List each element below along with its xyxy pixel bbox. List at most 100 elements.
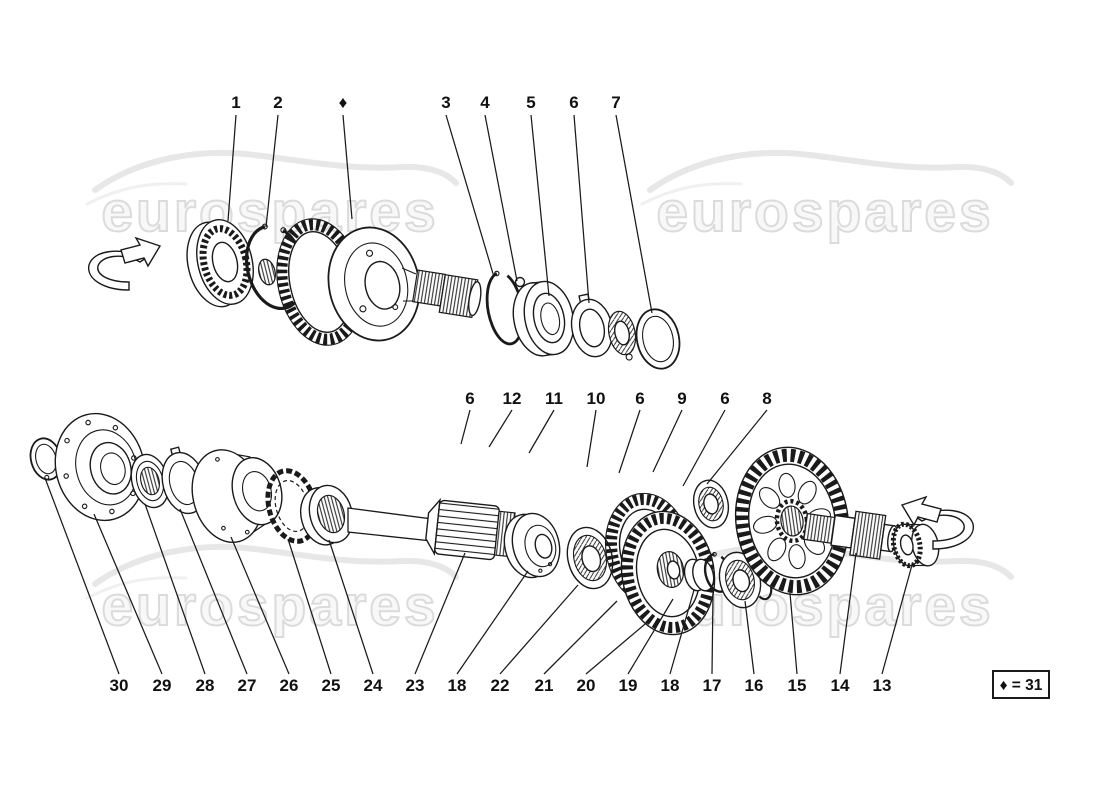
rotation-arrow-right [900, 495, 974, 550]
callout-number-middle_row-9: 9 [677, 389, 686, 408]
leader-line-bottom_row-28 [144, 503, 206, 675]
callout-number-middle_row-12: 12 [503, 389, 522, 408]
callout-number-bottom_row-25: 25 [322, 676, 341, 695]
leader-line-bottom_row-19 [627, 598, 674, 675]
leader-line-middle_row-8 [706, 409, 768, 485]
callout-number-bottom_row-22: 22 [491, 676, 510, 695]
rotation-arrow-left [88, 236, 162, 291]
callout-number-middle_row-6: 6 [635, 389, 644, 408]
callout-number-top_row-3: 3 [441, 93, 450, 112]
top-assembly [88, 218, 681, 370]
leader-line-bottom_row-27 [179, 508, 248, 675]
leader-line-bottom_row-17 [711, 592, 714, 675]
callout-number-middle_row-6: 6 [720, 389, 729, 408]
part-23-splined-shaft-drawing [425, 497, 516, 561]
callout-number-bottom_row-21: 21 [535, 676, 554, 695]
leader-line-top_row-♦ [342, 114, 353, 220]
part-15-big-gear-drawing [734, 446, 850, 596]
part-8-ring-drawing [692, 479, 730, 529]
watermark-top-left: eurospares [85, 149, 459, 245]
leader-line-middle_row-9 [652, 409, 683, 473]
leader-line-bottom_row-23 [414, 552, 466, 675]
callout-number-top_row-5: 5 [526, 93, 535, 112]
leader-line-bottom_row-18 [669, 589, 695, 675]
part-24-splined-hub-drawing [299, 484, 354, 546]
callout-number-bottom_row-23: 23 [406, 676, 425, 695]
callout-number-bottom_row-27: 27 [238, 676, 257, 695]
leader-line-middle_row-10 [586, 409, 597, 468]
watermark-text: eurospares [101, 180, 438, 244]
bottom-assembly [29, 412, 974, 636]
leader-line-bottom_row-24 [328, 539, 374, 675]
part-5-sleeve-drawing [512, 280, 575, 357]
part-14-shaft-drawing [802, 510, 899, 560]
leader-line-top_row-7 [615, 114, 653, 314]
legend: ♦ = 31 [992, 670, 1050, 699]
leader-line-top_row-2 [265, 114, 279, 228]
part-29-flange-drawing [54, 412, 146, 522]
leader-line-middle_row-11 [528, 409, 555, 454]
watermark-text: eurospares [101, 574, 438, 638]
watermark-text: eurospares [656, 180, 993, 244]
leader-line-bottom_row-18 [456, 570, 529, 675]
callout-number-middle_row-6: 6 [465, 389, 474, 408]
leader-line-top_row-3 [445, 114, 495, 278]
callout-number-top_row-1: 1 [231, 93, 240, 112]
callout-number-bottom_row-14: 14 [831, 676, 850, 695]
leader-line-bottom_row-16 [744, 600, 755, 675]
leader-line-top_row-1 [227, 114, 237, 222]
callout-number-top_row-2: 2 [273, 93, 282, 112]
callout-number-bottom_row-19: 19 [619, 676, 638, 695]
part-13-bearing-drawing [890, 521, 940, 569]
callout-number-top_row-4: 4 [480, 93, 490, 112]
leader-line-middle_row-6 [682, 409, 726, 487]
callout-number-bottom_row-29: 29 [153, 676, 172, 695]
callout-number-bottom_row-18: 18 [448, 676, 467, 695]
part-1-bearing-drawing [186, 219, 254, 308]
part-26-drum-drawing [191, 449, 283, 544]
watermark-top-right: eurospares [640, 149, 1014, 245]
leader-line-bottom_row-29 [93, 513, 163, 675]
part-6-collar-drawing [570, 293, 614, 358]
leader-line-middle_row-6 [460, 409, 471, 445]
leader-line-bottom_row-15 [789, 592, 798, 675]
leader-line-bottom_row-13 [881, 564, 913, 675]
gear-cluster-drawing [258, 218, 482, 346]
legend-box [992, 670, 1050, 699]
callout-number-bottom_row-17: 17 [703, 676, 722, 695]
leader-line-bottom_row-22 [499, 584, 579, 675]
leader-line-middle_row-12 [488, 409, 513, 448]
watermark-bottom-left: eurospares [85, 543, 459, 639]
intermediate-shaft-drawing [347, 507, 438, 542]
leader-line-bottom_row-21 [543, 600, 618, 675]
leader-line-top_row-5 [530, 114, 550, 297]
part-7-ring-drawing [635, 308, 681, 370]
callout-number-bottom_row-26: 26 [280, 676, 299, 695]
leader-line-middle_row-6 [618, 409, 641, 474]
callout-number-bottom_row-28: 28 [196, 676, 215, 695]
leader-line-bottom_row-20 [585, 618, 652, 675]
leader-line-bottom_row-26 [230, 536, 290, 675]
callout-number-bottom_row-16: 16 [745, 676, 764, 695]
callout-number-bottom_row-20: 20 [577, 676, 596, 695]
part-28-bearing-drawing [130, 453, 170, 509]
leader-line-bottom_row-25 [287, 538, 332, 675]
callout-number-middle_row-8: 8 [762, 389, 771, 408]
part-18-bushing-drawing [503, 512, 561, 579]
leader-line-bottom_row-14 [839, 552, 857, 675]
callout-number-top_row-7: 7 [611, 93, 620, 112]
callout-number-bottom_row-13: 13 [873, 676, 892, 695]
callout-number-top_row-6: 6 [569, 93, 578, 112]
callout-number-top_row-♦: ♦ [339, 93, 348, 112]
callout-number-middle_row-10: 10 [587, 389, 606, 408]
legend-text: ♦ = 31 [1000, 677, 1043, 694]
callout-number-bottom_row-15: 15 [788, 676, 807, 695]
callout-number-bottom_row-30: 30 [110, 676, 129, 695]
part-22-bearing-drawing [566, 526, 614, 590]
part-6-lock-ring-drawing [607, 310, 637, 361]
callout-number-middle_row-11: 11 [545, 389, 563, 408]
leader-line-bottom_row-30 [44, 477, 120, 675]
